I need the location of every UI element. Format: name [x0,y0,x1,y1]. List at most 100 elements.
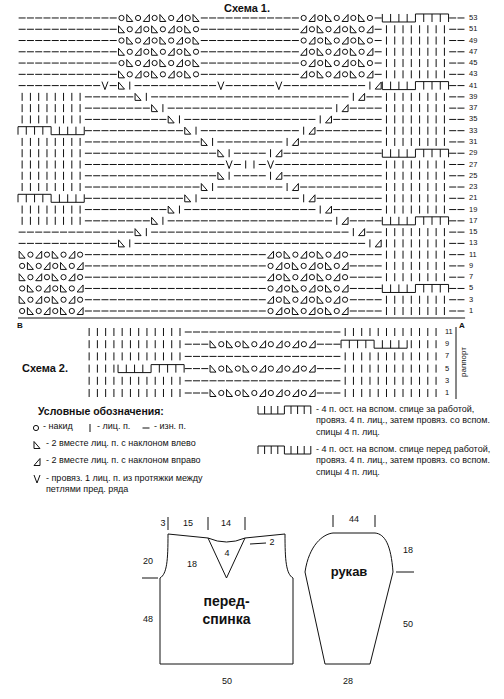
knit-symbol [353,328,354,336]
purl-symbol [275,29,282,30]
knit-symbol [394,37,395,45]
dimension-label: 18 [403,546,413,556]
cable-tick [398,149,399,157]
purl-symbol [201,220,208,221]
purl-symbol [126,187,133,188]
knit-symbol [171,340,172,348]
knit-symbol [403,307,404,315]
knit-symbol [436,389,437,397]
knit-symbol [179,206,180,214]
cable-tick [432,82,433,90]
knit-symbol [130,377,131,385]
purl-symbol [325,130,332,131]
purl-symbol [93,96,100,97]
purl-symbol [333,187,340,188]
knit-symbol [394,138,395,146]
purl-symbol [110,288,117,289]
purl-symbol [110,209,117,210]
yarn-over-symbol [351,38,356,43]
knit-symbol [38,217,39,225]
purl-symbol [151,311,158,312]
purl-symbol [209,243,216,244]
knit-symbol [394,127,395,135]
knit-symbol [386,239,387,247]
yarn-over-symbol [61,297,66,302]
knit-symbol [320,206,321,214]
make-one-symbol [34,475,40,483]
knit-symbol [138,377,139,385]
purl-symbol [317,393,324,394]
purl-symbol [176,277,183,278]
knit-symbol [436,296,437,304]
purl-symbol [201,130,208,131]
purl-symbol [333,130,340,131]
k2tog-right-symbol [135,48,141,55]
purl-symbol [350,164,357,165]
cable-tick [349,340,350,348]
k2tog-right-symbol [260,390,266,397]
purl-symbol [457,153,464,154]
k2tog-right-symbol [276,262,282,269]
purl-symbol [449,141,456,142]
purl-symbol [110,277,117,278]
purl-symbol [259,153,266,154]
purl-symbol [85,288,92,289]
yarn-over-symbol [268,308,273,313]
cable-tick [126,365,127,373]
purl-symbol [77,63,84,64]
row-number: 11 [445,328,453,336]
purl-symbol [259,40,266,41]
cable-tick [51,127,52,135]
make-one-symbol [218,82,224,90]
yarn-over-symbol [285,286,290,291]
purl-symbol [375,277,382,278]
knit-symbol [419,296,420,304]
cable-tick [304,406,305,414]
knit-symbol [130,352,131,360]
purl-symbol [93,243,100,244]
k2tog-left-symbol [185,195,191,202]
knit-symbol [63,149,64,157]
piece-name: перед- спинка [178,592,275,628]
purl-symbol [27,85,34,86]
purl-symbol [300,96,307,97]
purl-symbol [250,288,257,289]
cable-tick [59,194,60,202]
cable-tick [407,149,408,157]
purl-symbol [159,299,166,300]
cable-tick [277,406,278,414]
purl-symbol [217,130,224,131]
cable-tick [284,406,285,414]
purl-symbol [366,311,373,312]
knit-symbol [55,138,56,146]
knit-symbol [22,149,23,157]
knit-symbol [403,115,404,123]
purl-symbol [193,164,200,165]
purl-symbol [217,288,224,289]
purl-symbol [126,119,133,120]
knit-symbol [411,93,412,101]
purl-symbol [85,187,92,188]
purl-symbol [284,40,291,41]
knit-symbol [155,340,156,348]
knit-symbol [46,160,47,168]
knit-symbol [46,172,47,180]
purl-symbol [110,299,117,300]
purl-symbol [27,74,34,75]
knit-symbol [427,389,428,397]
knit-symbol [113,389,114,397]
purl-symbol [118,265,125,266]
purl-symbol [27,232,34,233]
purl-symbol [325,164,332,165]
purl-symbol [267,29,274,30]
cable-tick [142,365,143,373]
knit-symbol [436,70,437,78]
knit-symbol [30,115,31,123]
purl-symbol [267,17,274,18]
purl-symbol [93,220,100,221]
purl-symbol [185,332,192,333]
purl-symbol [176,130,183,131]
purl-symbol [184,277,191,278]
purl-symbol [101,74,108,75]
purl-symbol [193,368,200,369]
